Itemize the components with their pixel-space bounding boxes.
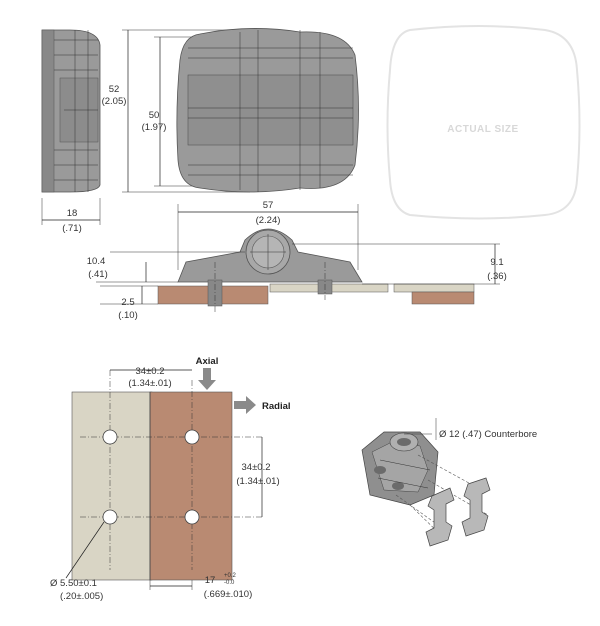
width-mm-label: 57: [263, 200, 274, 211]
offset-in-label: (.669±.010): [204, 589, 253, 600]
mounting-hole: [102, 509, 118, 525]
plate-mm-label: 2.5: [121, 297, 134, 308]
plate-in-label: (.10): [118, 310, 138, 321]
right-height-mm-label: 9.1: [490, 257, 503, 268]
offset-mm-label: 17: [205, 575, 216, 586]
actual-size-outline: ACTUAL SIZE: [386, 25, 581, 220]
width-in-label: (2.24): [256, 215, 281, 226]
side-view: 18 (.71): [41, 29, 101, 234]
height-outer-in-label: (2.05): [102, 96, 127, 107]
mounting-clip: [425, 487, 455, 547]
isometric-view: Ø 12 (.47) Counterbore: [361, 418, 537, 547]
spacing-v-in-label: (1.34±.01): [236, 476, 279, 487]
hole-in-label: (.20±.005): [60, 591, 103, 602]
radial-arrow-icon: [234, 396, 256, 414]
left-height-mm-label: 10.4: [87, 256, 106, 267]
height-outer-mm-label: 52: [109, 84, 120, 95]
offset-tol-plus: +0.2: [224, 573, 237, 579]
spacing-h-mm-label: 34±0.2: [136, 366, 165, 377]
mounting-hole: [184, 509, 200, 525]
beige-panel: [71, 391, 153, 581]
depth-in-label: (.71): [62, 223, 82, 234]
section-view: 57 (2.24) 10.4 (.41) 9.1 (.36) 2.5: [87, 200, 507, 321]
mounting-clip: [461, 477, 491, 537]
height-inner-in-label: (1.97): [142, 122, 167, 133]
right-height-in-label: (.36): [487, 271, 507, 282]
spacing-h-in-label: (1.34±.01): [128, 378, 171, 389]
mounting-hole: [102, 429, 118, 445]
counterbore-label: Ø 12 (.47) Counterbore: [439, 429, 537, 440]
mounting-layout: 34±0.2 (1.34±.01) 34±0.2 (1.34±.01) Axia…: [50, 356, 291, 602]
axial-arrow-icon: [198, 368, 216, 390]
front-view: [176, 28, 359, 193]
spacing-v-mm-label: 34±0.2: [242, 462, 271, 473]
left-height-in-label: (.41): [88, 269, 108, 280]
brown-panel: [149, 391, 233, 581]
radial-label: Radial: [262, 401, 291, 412]
depth-mm-label: 18: [67, 208, 78, 219]
mounting-hole: [184, 429, 200, 445]
offset-tol-minus: -0.0: [224, 580, 235, 586]
axial-label: Axial: [196, 356, 219, 367]
height-inner-mm-label: 50: [149, 110, 160, 121]
actual-size-label: ACTUAL SIZE: [447, 124, 518, 135]
hole-mm-label: Ø 5.50±0.1: [50, 578, 97, 589]
